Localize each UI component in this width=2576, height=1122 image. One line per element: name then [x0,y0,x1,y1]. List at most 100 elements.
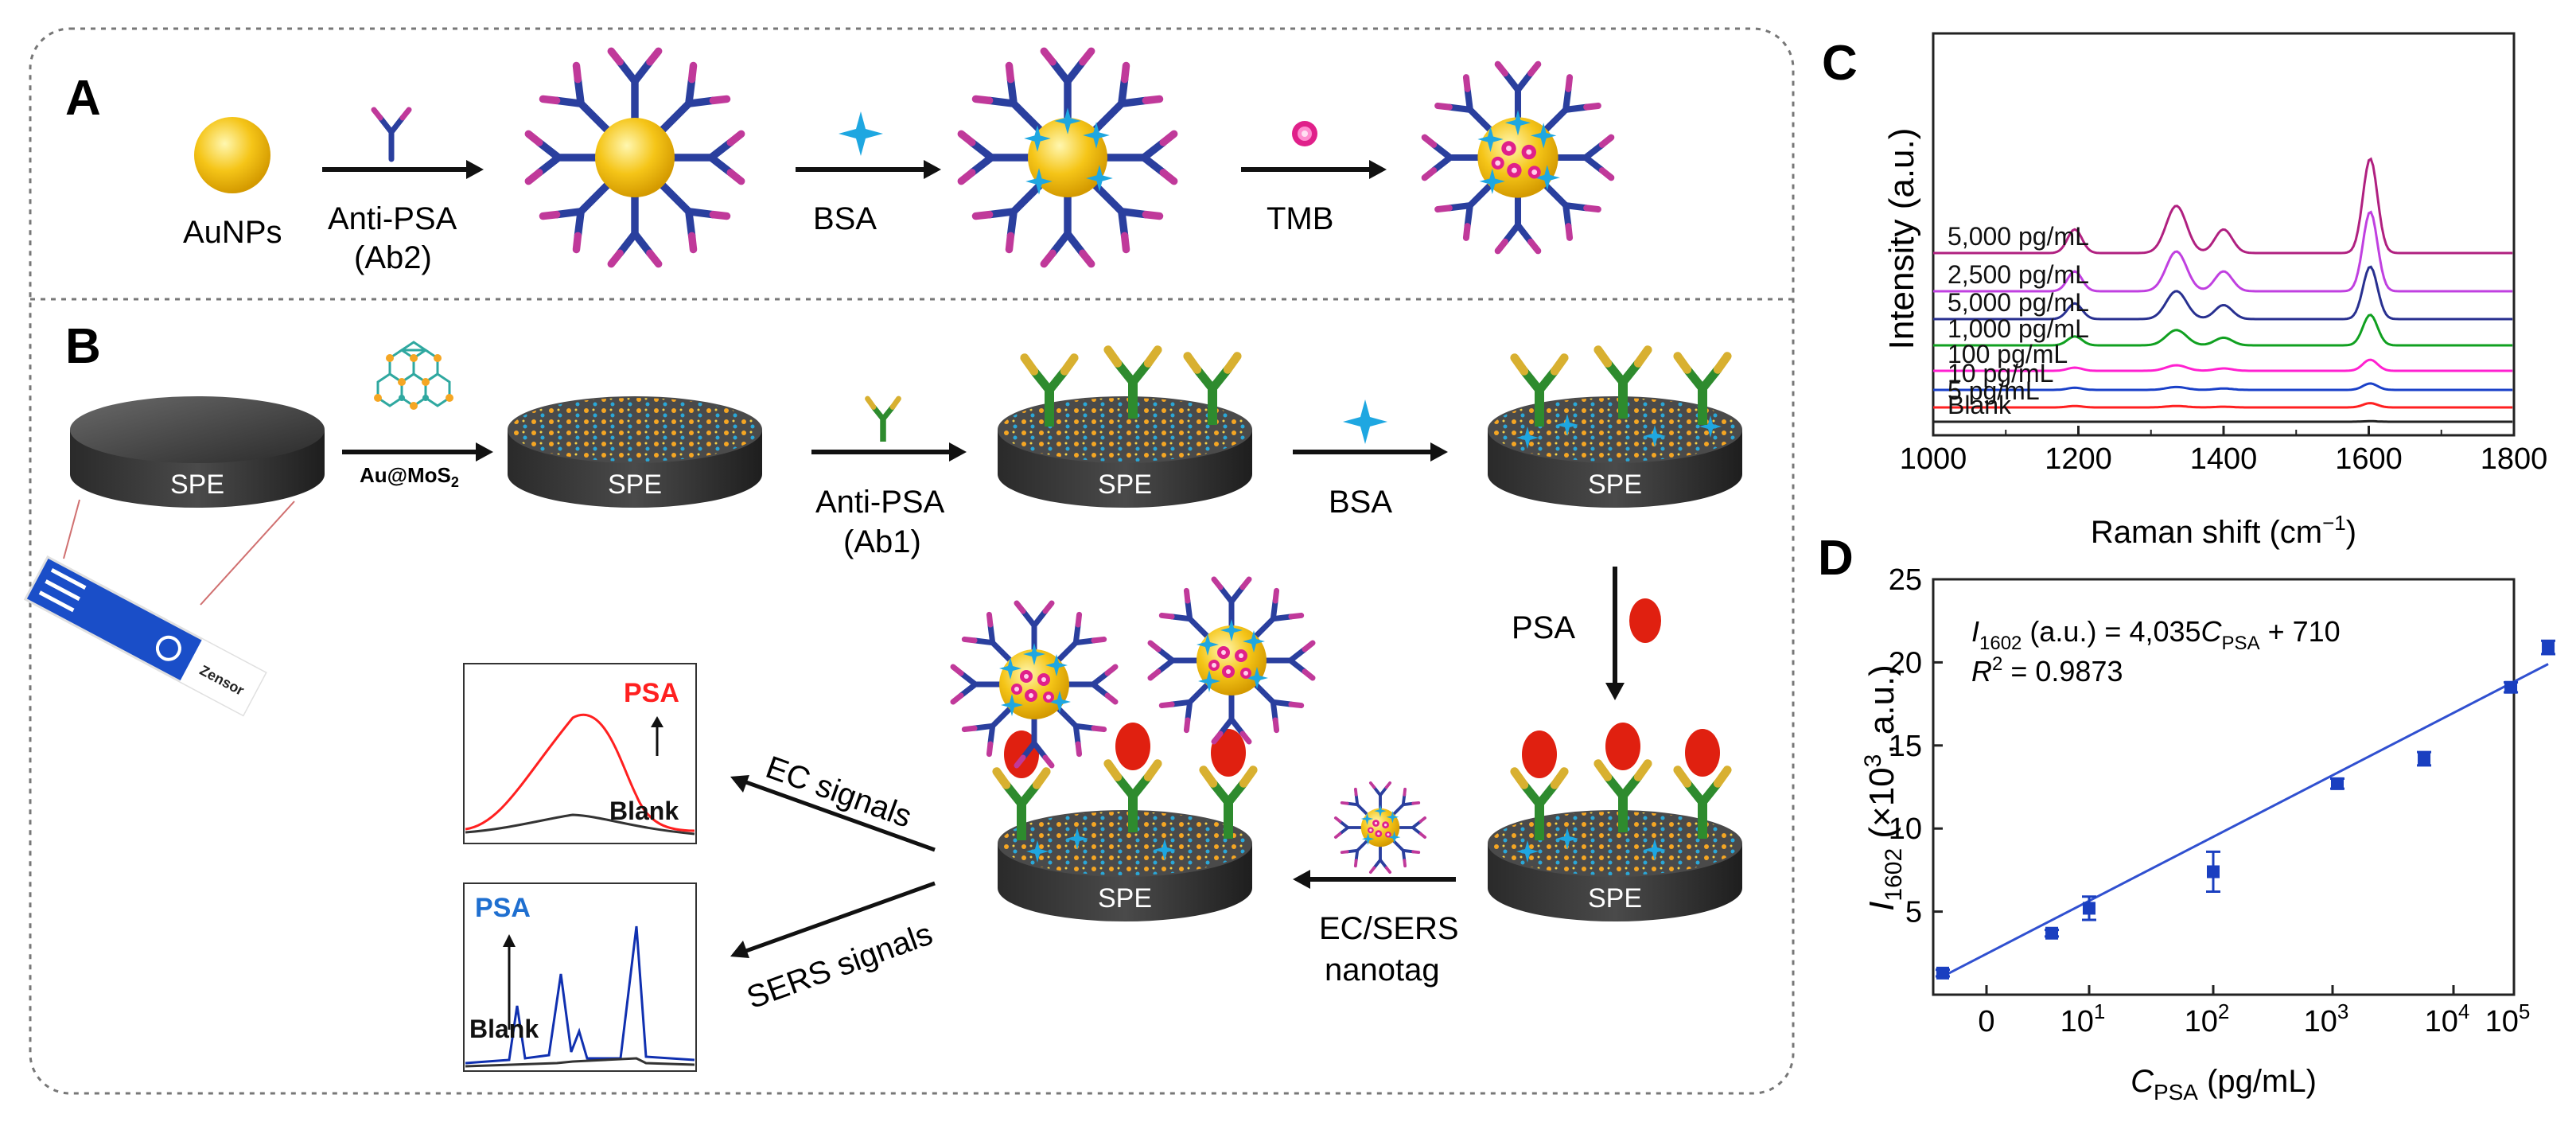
aunp-particle [194,117,270,193]
fit-line [1942,663,2549,978]
panel-label-c: C [1822,36,1858,91]
spe-sandwich: SPE [997,723,1253,921]
spectrum-line [1933,157,2513,255]
x-tick-label: 1000 [1900,442,1967,476]
x-tick-label: 1400 [2190,442,2258,476]
x-tick-label: 104 [2425,999,2470,1038]
spe-label: SPE [1098,469,1152,500]
label-anti-psa-a: Anti-PSA [328,201,457,236]
sers-psa-curve [465,925,695,1065]
spectrum-label: 5 pg/mL [1948,376,2040,405]
data-point [2045,926,2059,940]
panel-label-d: D [1818,531,1854,586]
y-tick-label: 5 [1905,896,1922,929]
data-point [2207,865,2220,879]
panel-label-a: A [65,71,101,126]
spe-bare: SPE [70,396,325,508]
spe-label: SPE [608,469,662,500]
chart-d-xlabel: CPSA (pg/mL) [2130,1064,2317,1104]
psa-icon [1629,598,1661,643]
spectrum-line [1933,314,2513,347]
spectrum-line [1933,382,2513,392]
ec-sers-nanotag [1425,64,1612,251]
chart-d-ylabel: I1602 (×103, a.u.) [1860,664,1907,911]
bound-nanotag-right [1150,579,1313,742]
x-tick-label: 1800 [2481,442,2548,476]
label-anti-psa-b: Anti-PSA [815,485,945,520]
data-point [2418,752,2431,766]
sers-inset-psa-label: PSA [475,893,531,923]
x-tick-label: 1600 [2335,442,2403,476]
x-tick-label: 1200 [2045,442,2112,476]
tmb-icon [1292,121,1317,146]
ec-blank-curve [465,813,695,836]
spectrum-label: Blank [1948,391,2012,419]
x-tick-label: 101 [2060,999,2106,1038]
label-aunps: AuNPs [183,215,282,250]
spe-au-mos2: SPE [508,396,762,508]
x-tick-label: 0 [1978,1005,1994,1038]
sers-inset-blank-label: Blank [469,1015,539,1043]
chart-d-equation: I1602 (a.u.) = 4,035CPSA + 710 [1971,615,2341,654]
bound-nanotag-left [953,603,1115,766]
x-tick-label: 103 [2304,999,2349,1038]
bsa-star-icon [839,111,883,156]
label-ec-signals: EC signals [761,750,916,835]
label-bsa-b: BSA [1329,485,1392,520]
spectrum-label: 2,500 pg/mL [1948,260,2089,289]
ec-inset-plot: PSA Blank [463,663,697,844]
data-point [2504,680,2518,694]
label-nanotag: nanotag [1325,953,1440,988]
spectrum-label: 5,000 pg/mL [1948,222,2089,251]
zoom-line-right [200,501,295,606]
sers-blank-curve [465,1057,695,1068]
sensor-strip: Zensor [23,555,267,717]
aunp-antibody-conjugate [528,51,741,263]
label-ab1: (Ab1) [843,524,921,559]
arrow-sers [743,881,936,954]
chart-d-r2: R2 = 0.9873 [1971,653,2123,688]
spectrum-line [1933,419,2513,423]
data-point [2083,902,2095,915]
spectrum-line [1933,402,2513,409]
spectrum-line [1933,265,2513,321]
ec-inset-blank-label: Blank [609,797,679,825]
spectrum-label: 1,000 pg/mL [1948,314,2089,343]
chart-c-xlabel: Raman shift (cm−1) [2091,511,2356,550]
label-ec-sers: EC/SERS [1319,911,1459,946]
spe-psa-captured: SPE [1488,723,1742,921]
zoom-line-left [63,499,80,559]
spectrum-label: 10 pg/mL [1948,359,2053,388]
label-ab2: (Ab2) [354,240,432,275]
schematic-frame [29,27,1795,1095]
arrow-ec [743,779,936,852]
data-point [2542,641,2555,654]
label-psa-b: PSA [1512,610,1575,645]
au-mos2-icon [374,341,453,410]
nanotag-small-icon [1336,783,1425,872]
data-point [1936,966,1949,980]
spectrum-label: 5,000 pg/mL [1948,288,2089,317]
antibody-icon [374,110,409,159]
label-tmb: TMB [1267,201,1333,236]
chart-d-frame [1932,578,2516,996]
spe-label: SPE [1588,883,1642,914]
spe-label: SPE [1588,469,1642,500]
label-au-mos2: Au@MoS2 [360,463,459,490]
spe-label: SPE [1098,883,1152,914]
y-tick-label: 15 [1889,730,1922,763]
spectrum-label: 100 pg/mL [1948,340,2068,368]
y-tick-label: 20 [1889,646,1922,680]
spectrum-line [1933,210,2513,293]
spectrum-line [1933,358,2513,372]
antibody-ab1-icon [868,399,899,442]
y-tick-label: 25 [1889,563,1922,597]
data-point [2331,777,2344,790]
x-tick-label: 102 [2185,999,2230,1038]
ec-inset-psa-label: PSA [624,678,679,708]
chart-c-ylabel: Intensity (a.u.) [1882,128,1921,350]
y-tick-label: 10 [1889,812,1922,846]
